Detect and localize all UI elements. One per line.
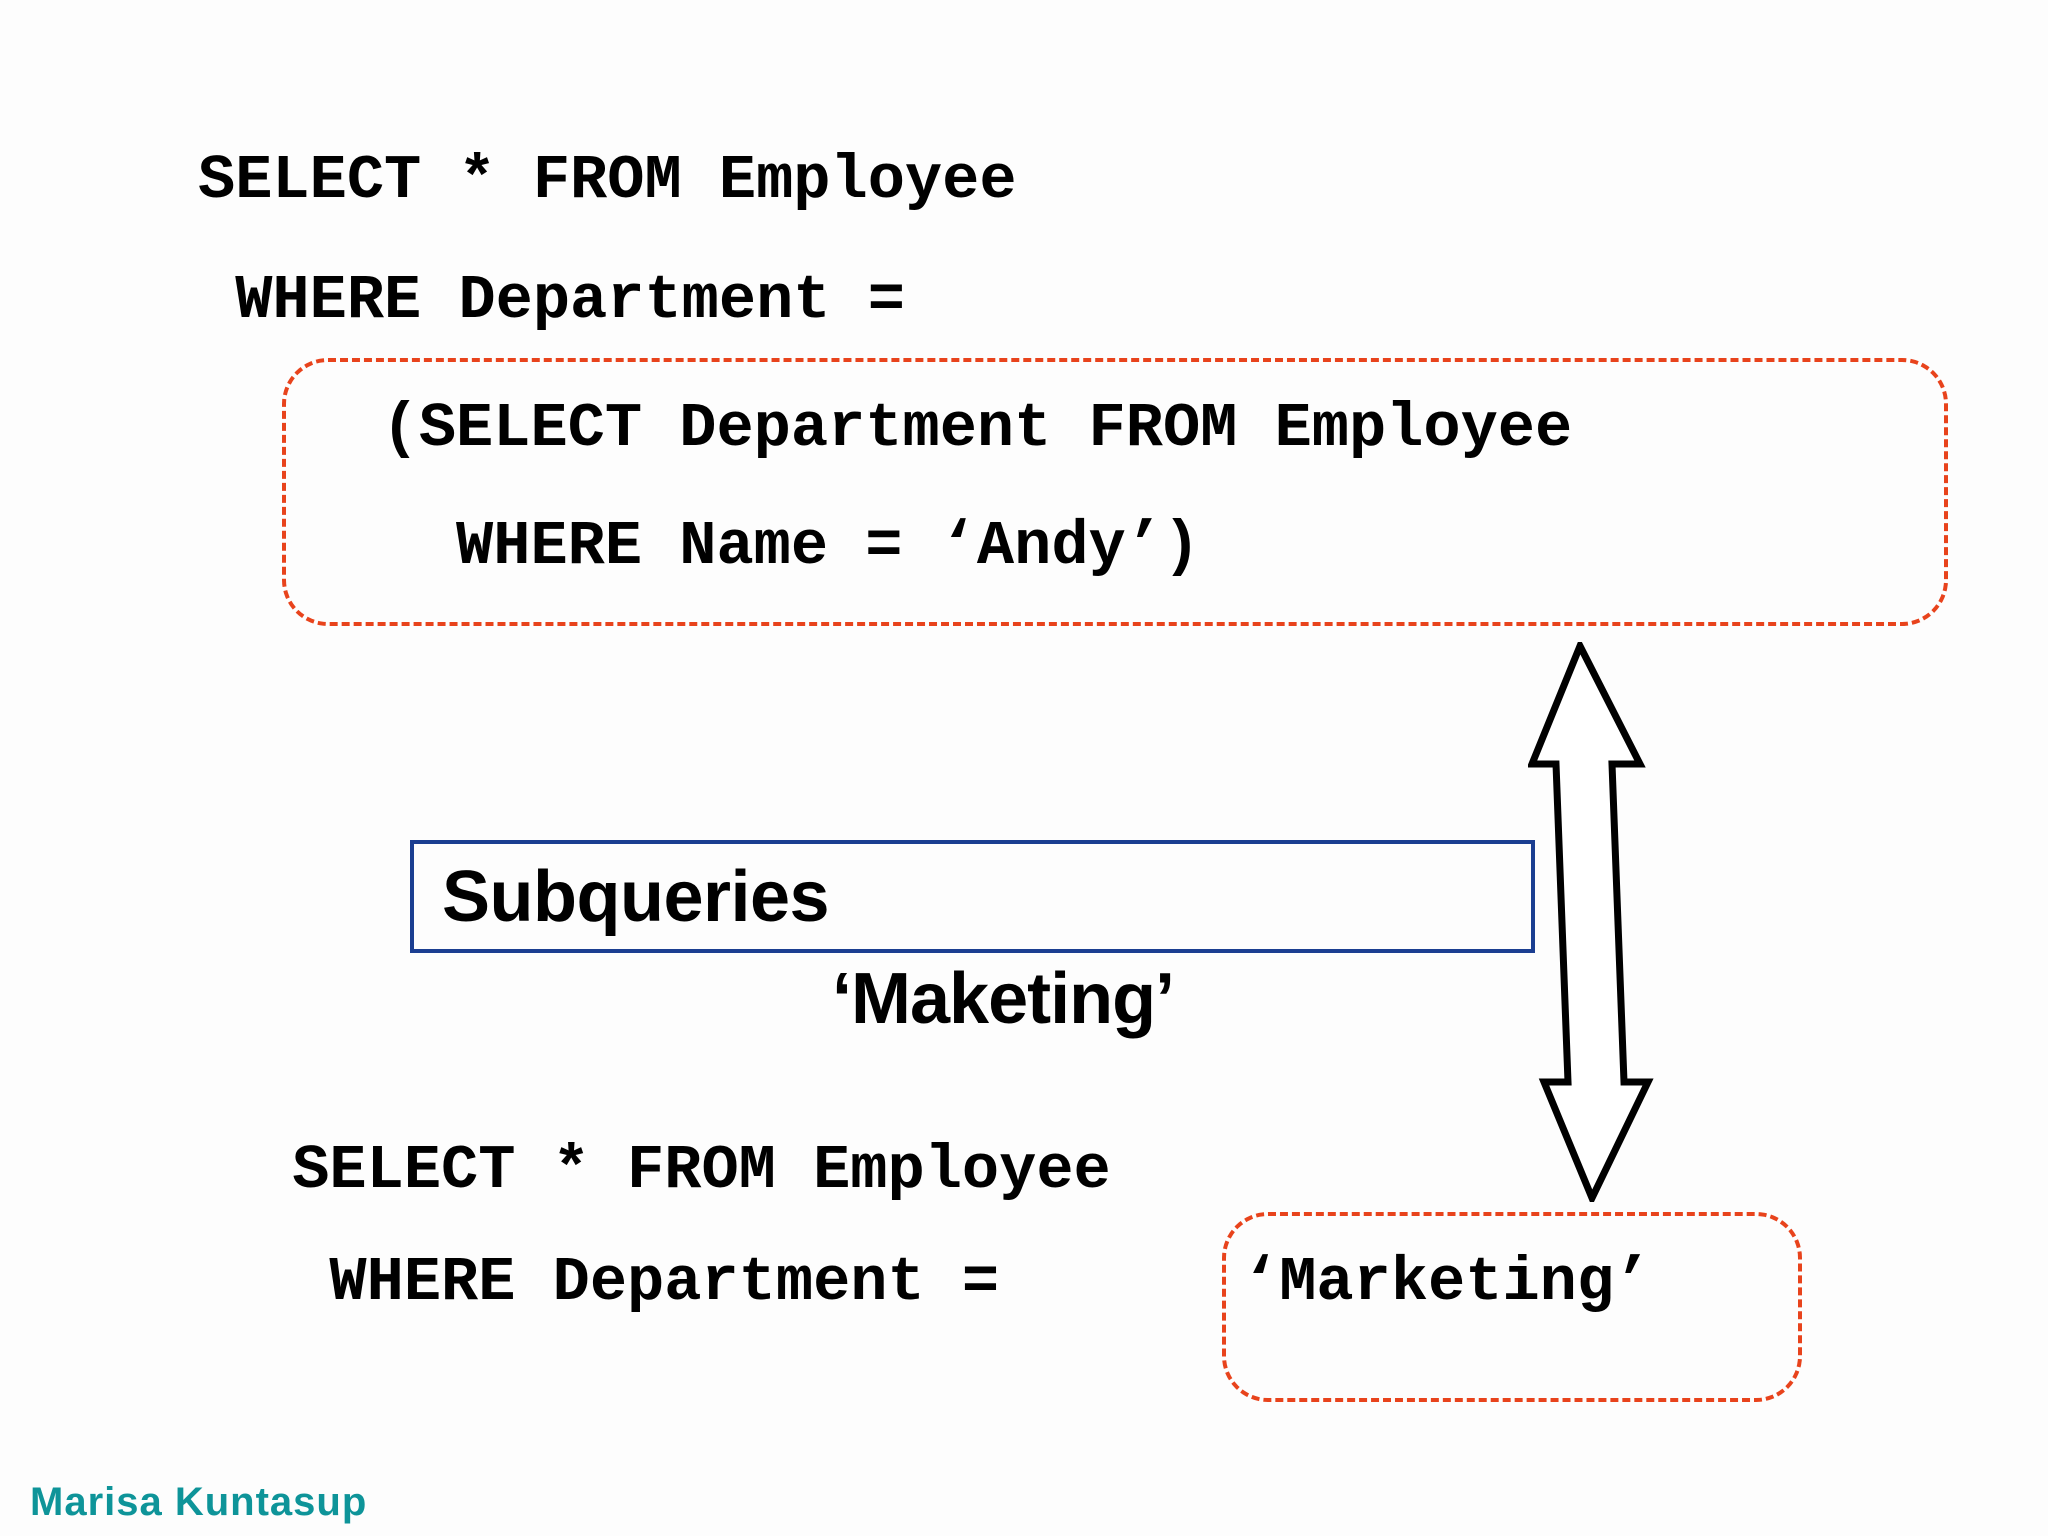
subqueries-title-box: Subqueries [410,840,1535,953]
value-callout-text: ‘Marketing’ [1242,1247,1652,1318]
double-headed-arrow-icon [1526,637,1654,1207]
author-signature: Marisa Kuntasup [30,1480,368,1524]
subquery-dashed-callout [282,358,1948,626]
equivalent-query-line-1: SELECT * FROM Employee [255,1135,1111,1206]
result-value-label: ‘Maketing’ [832,959,1175,1039]
subquery-line-2: WHERE Name = ‘Andy’) [270,511,1201,582]
outer-query-line-1: SELECT * FROM Employee [198,145,1017,216]
outer-query-line-2: WHERE Department = [198,265,905,336]
value-dashed-callout [1222,1212,1802,1402]
equivalent-query-line-2: WHERE Department = [255,1247,1037,1318]
double-headed-arrow [1526,637,1658,1207]
subquery-line-1: (SELECT Department FROM Employee [270,393,1573,464]
subqueries-title-label: Subqueries [442,856,830,937]
